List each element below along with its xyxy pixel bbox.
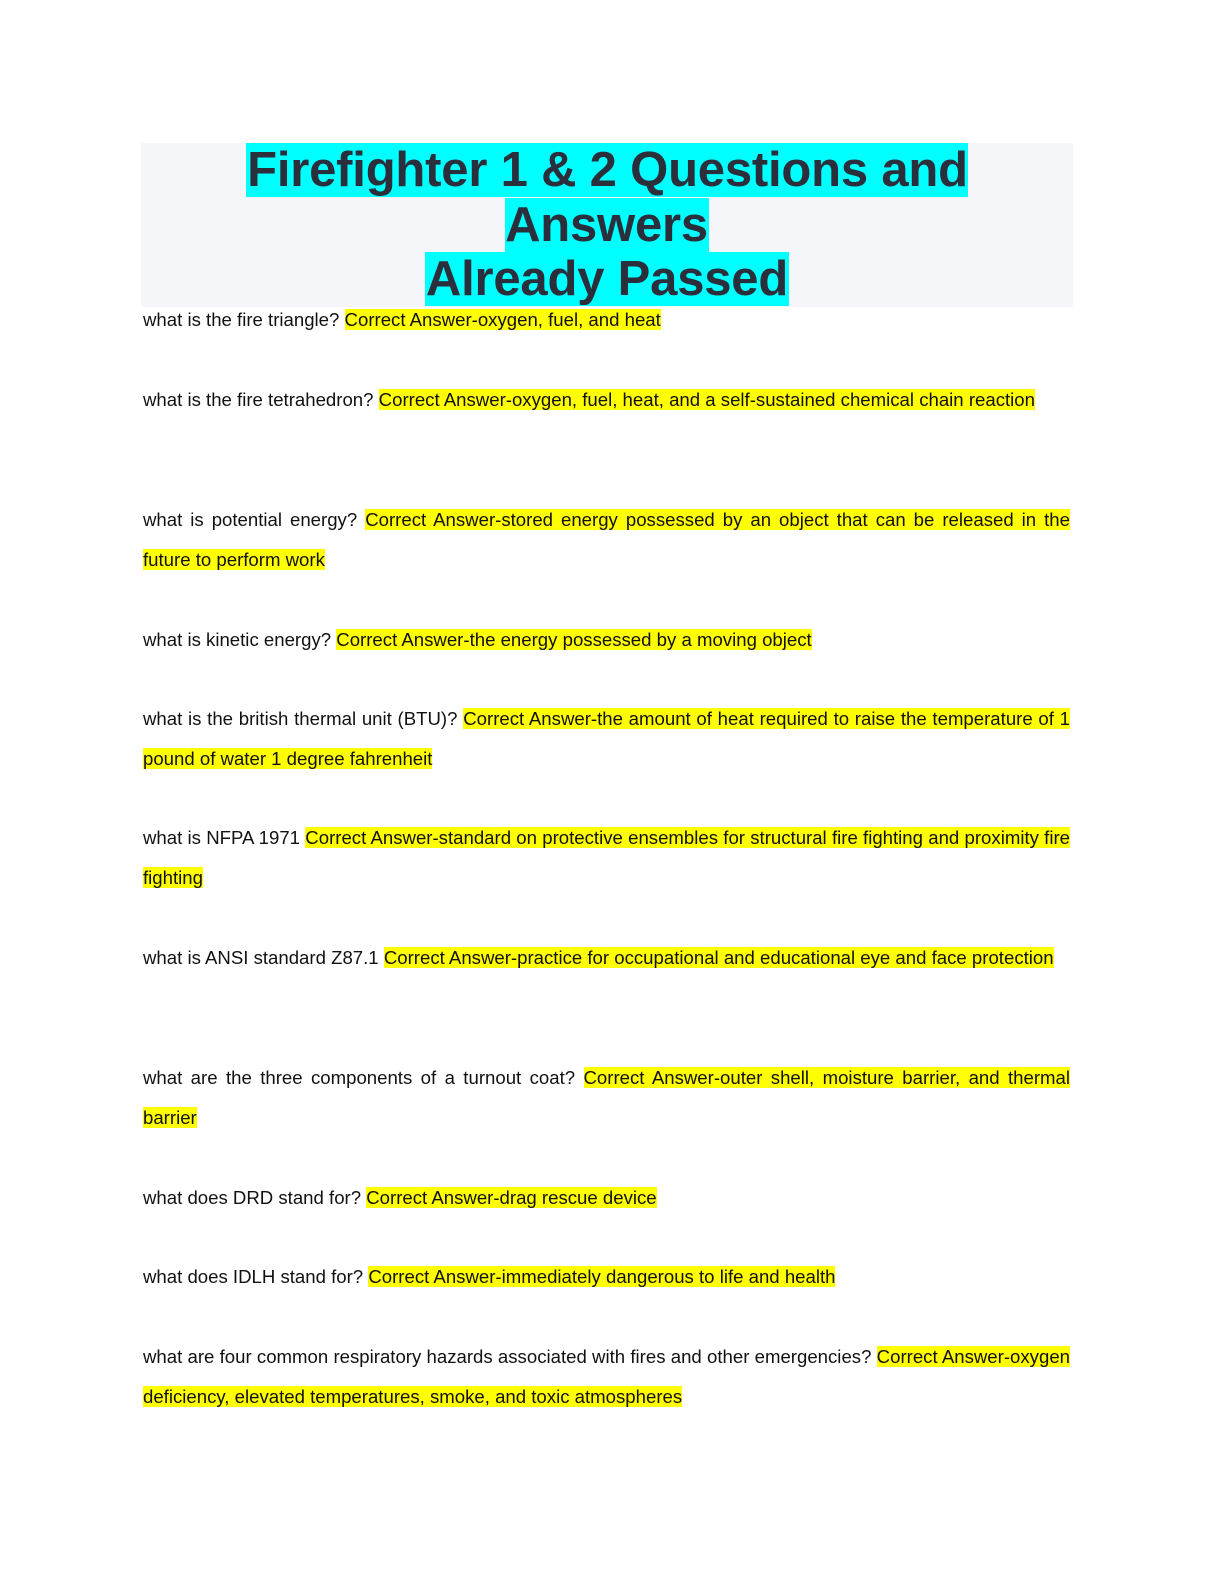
answer-text: Correct Answer-drag rescue device [366, 1187, 657, 1208]
title-line-1: Firefighter 1 & 2 Questions and Answers [246, 143, 968, 252]
answer-text: Correct Answer-oxygen, fuel, and heat [344, 309, 661, 330]
title-block: Firefighter 1 & 2 Questions and Answers … [141, 143, 1073, 307]
question-text: what is the fire tetrahedron? [143, 389, 374, 410]
question-text: what are the three components of a turno… [143, 1067, 576, 1088]
question-text: what is potential energy? [143, 509, 358, 530]
qa-item: what is the fire tetrahedron? Correct An… [143, 380, 1070, 420]
qa-item: what is ANSI standard Z87.1 Correct Answ… [143, 938, 1070, 978]
page-title: Firefighter 1 & 2 Questions and Answers … [141, 143, 1073, 307]
answer-text: Correct Answer-the energy possessed by a… [336, 629, 812, 650]
question-text: what is the british thermal unit (BTU)? [143, 708, 458, 729]
question-text: what does DRD stand for? [143, 1187, 362, 1208]
answer-text: Correct Answer-practice for occupational… [383, 947, 1054, 968]
qa-item: what does IDLH stand for? Correct Answer… [143, 1257, 1070, 1297]
qa-item: what does DRD stand for? Correct Answer-… [143, 1178, 1070, 1218]
question-text: what does IDLH stand for? [143, 1266, 364, 1287]
qa-item: what is NFPA 1971 Correct Answer-standar… [143, 818, 1070, 897]
qa-item: what is kinetic energy? Correct Answer-t… [143, 620, 1070, 660]
question-text: what is the fire triangle? [143, 309, 340, 330]
qa-item: what is potential energy? Correct Answer… [143, 500, 1070, 579]
question-text: what is kinetic energy? [143, 629, 332, 650]
title-line-2: Already Passed [424, 252, 790, 306]
qa-item: what is the british thermal unit (BTU)? … [143, 699, 1071, 778]
qa-item: what are the three components of a turno… [143, 1058, 1070, 1137]
question-text: what is ANSI standard Z87.1 [143, 947, 379, 968]
question-text: what is NFPA 1971 [143, 827, 301, 848]
answer-text: Correct Answer-oxygen, fuel, heat, and a… [378, 389, 1035, 410]
qa-item: what are four common respiratory hazards… [143, 1337, 1070, 1416]
qa-item: what is the fire triangle? Correct Answe… [143, 300, 1070, 340]
question-text: what are four common respiratory hazards… [143, 1346, 872, 1367]
answer-text: Correct Answer-immediately dangerous to … [368, 1266, 836, 1287]
